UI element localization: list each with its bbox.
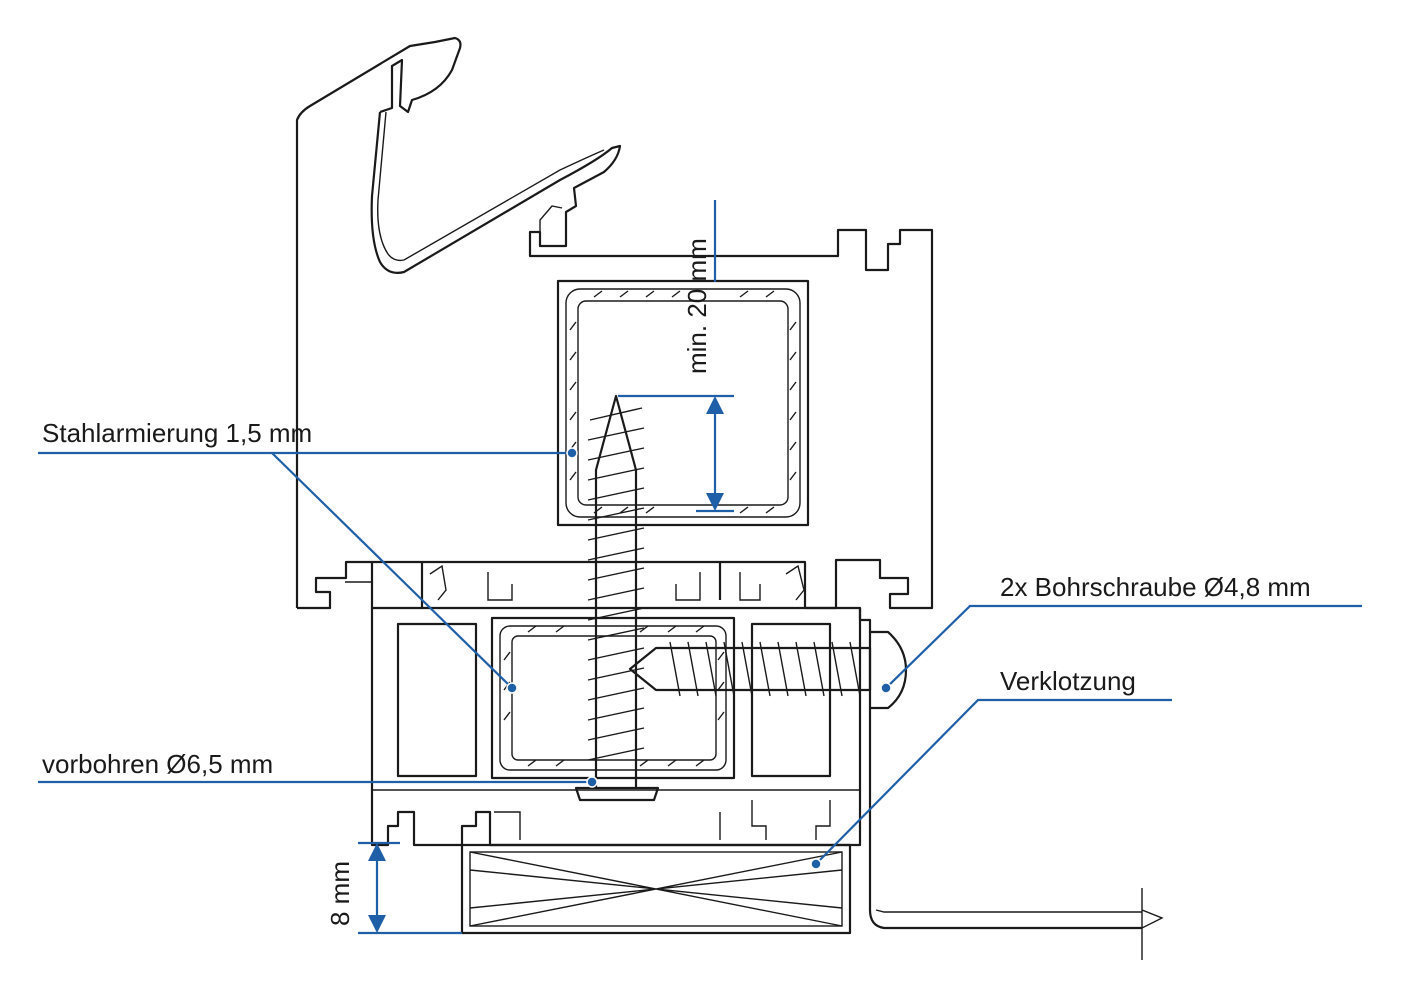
min-depth-label: min. 20 mm: [682, 238, 712, 374]
predrill-label: vorbohren Ø6,5 mm: [42, 749, 273, 779]
dimension-arrow-down: [368, 915, 386, 933]
dimension-min-depth: min. 20 mm: [618, 200, 734, 513]
dimension-block-height: 8 mm: [325, 841, 462, 935]
callout-blocking: Verklotzung: [810, 666, 1172, 870]
blocking-label: Verklotzung: [1000, 666, 1136, 696]
callout-drill-screw: 2x Bohrschraube Ø4,8 mm: [880, 572, 1362, 694]
horizontal-drill-screw: [628, 641, 872, 697]
vertical-drill-screw: [574, 394, 660, 802]
block-height-label: 8 mm: [325, 861, 355, 926]
glazing-block: [460, 843, 852, 935]
callout-steel-reinforcement: Stahlarmierung 1,5 mm: [38, 418, 578, 694]
callout-predrill: vorbohren Ø6,5 mm: [38, 749, 598, 788]
dimension-arrow-up: [706, 396, 724, 414]
frame-profile: [370, 606, 1164, 960]
sash-profile: [295, 36, 934, 610]
dimension-arrow-up: [368, 843, 386, 861]
dimension-arrow-down: [706, 493, 724, 511]
drill-screw-label: 2x Bohrschraube Ø4,8 mm: [1000, 572, 1311, 602]
steel-reinforcement-label: Stahlarmierung 1,5 mm: [42, 418, 312, 448]
